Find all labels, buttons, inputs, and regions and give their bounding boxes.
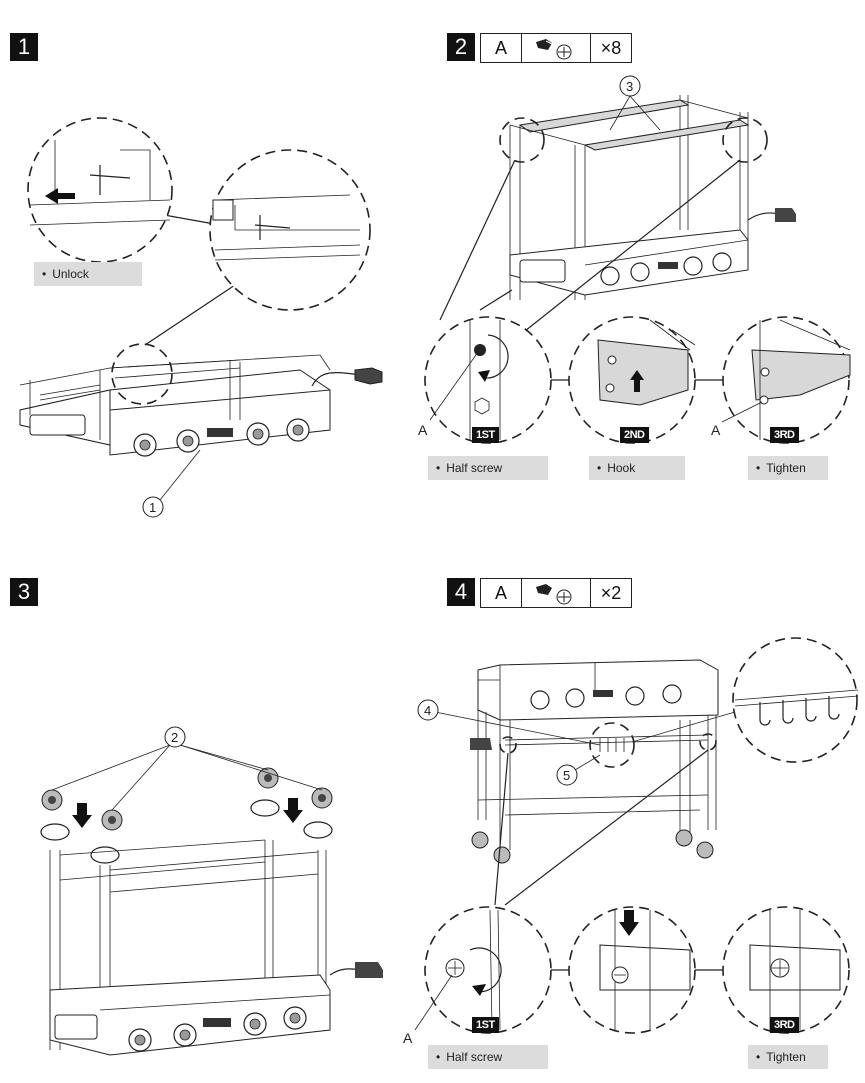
step4-assembled-drawing: 4 5 (414, 637, 859, 1034)
part-qty: ×2 (600, 582, 622, 603)
step2-frame-drawing: 3 (424, 75, 851, 444)
part-letter: A (481, 579, 522, 607)
step-number-2: 2 (447, 33, 475, 61)
arrow-icon (630, 370, 644, 392)
label-half-screw: •Half screw (428, 1045, 548, 1069)
step-number-3: 3 (10, 578, 38, 606)
arrow-icon (45, 188, 75, 204)
label-tighten: •Tighten (748, 1045, 828, 1069)
step3-caster-drawing: 2 (40, 726, 383, 1056)
tag-1st: 1ST (472, 1017, 499, 1033)
rotate-arrow-icon (484, 334, 509, 379)
callout-4: 4 (424, 703, 431, 718)
part-letter-a: A (418, 422, 428, 438)
caster-wheel-icon (41, 767, 333, 831)
step-number-1: 1 (10, 33, 38, 61)
step-number-4: 4 (447, 578, 475, 606)
label-hook: •Hook (589, 456, 685, 480)
step1-grill-drawing: 1 (19, 117, 383, 518)
callout-5: 5 (563, 768, 570, 783)
part-qty: ×8 (600, 37, 622, 58)
part-letter: A (481, 34, 522, 62)
tag-1st: 1ST (472, 427, 499, 443)
label-half-screw: •Half screw (428, 456, 548, 480)
step4-parts-box: A ×2 (480, 578, 632, 608)
screw-icon (522, 579, 591, 607)
tag-3rd: 3RD (770, 427, 799, 443)
callout-1: 1 (149, 500, 156, 515)
tag-2nd: 2ND (620, 427, 649, 443)
hook-icon (759, 696, 840, 726)
part-letter-a: A (711, 422, 721, 438)
screw-icon (522, 34, 591, 62)
step2-parts-box: A ×8 (480, 33, 632, 63)
label-tighten: •Tighten (748, 456, 828, 480)
callout-2: 2 (171, 730, 178, 745)
callout-3: 3 (626, 79, 633, 94)
tag-3rd: 3RD (770, 1017, 799, 1033)
label-unlock: •Unlock (34, 262, 142, 286)
part-letter-a: A (403, 1030, 413, 1046)
